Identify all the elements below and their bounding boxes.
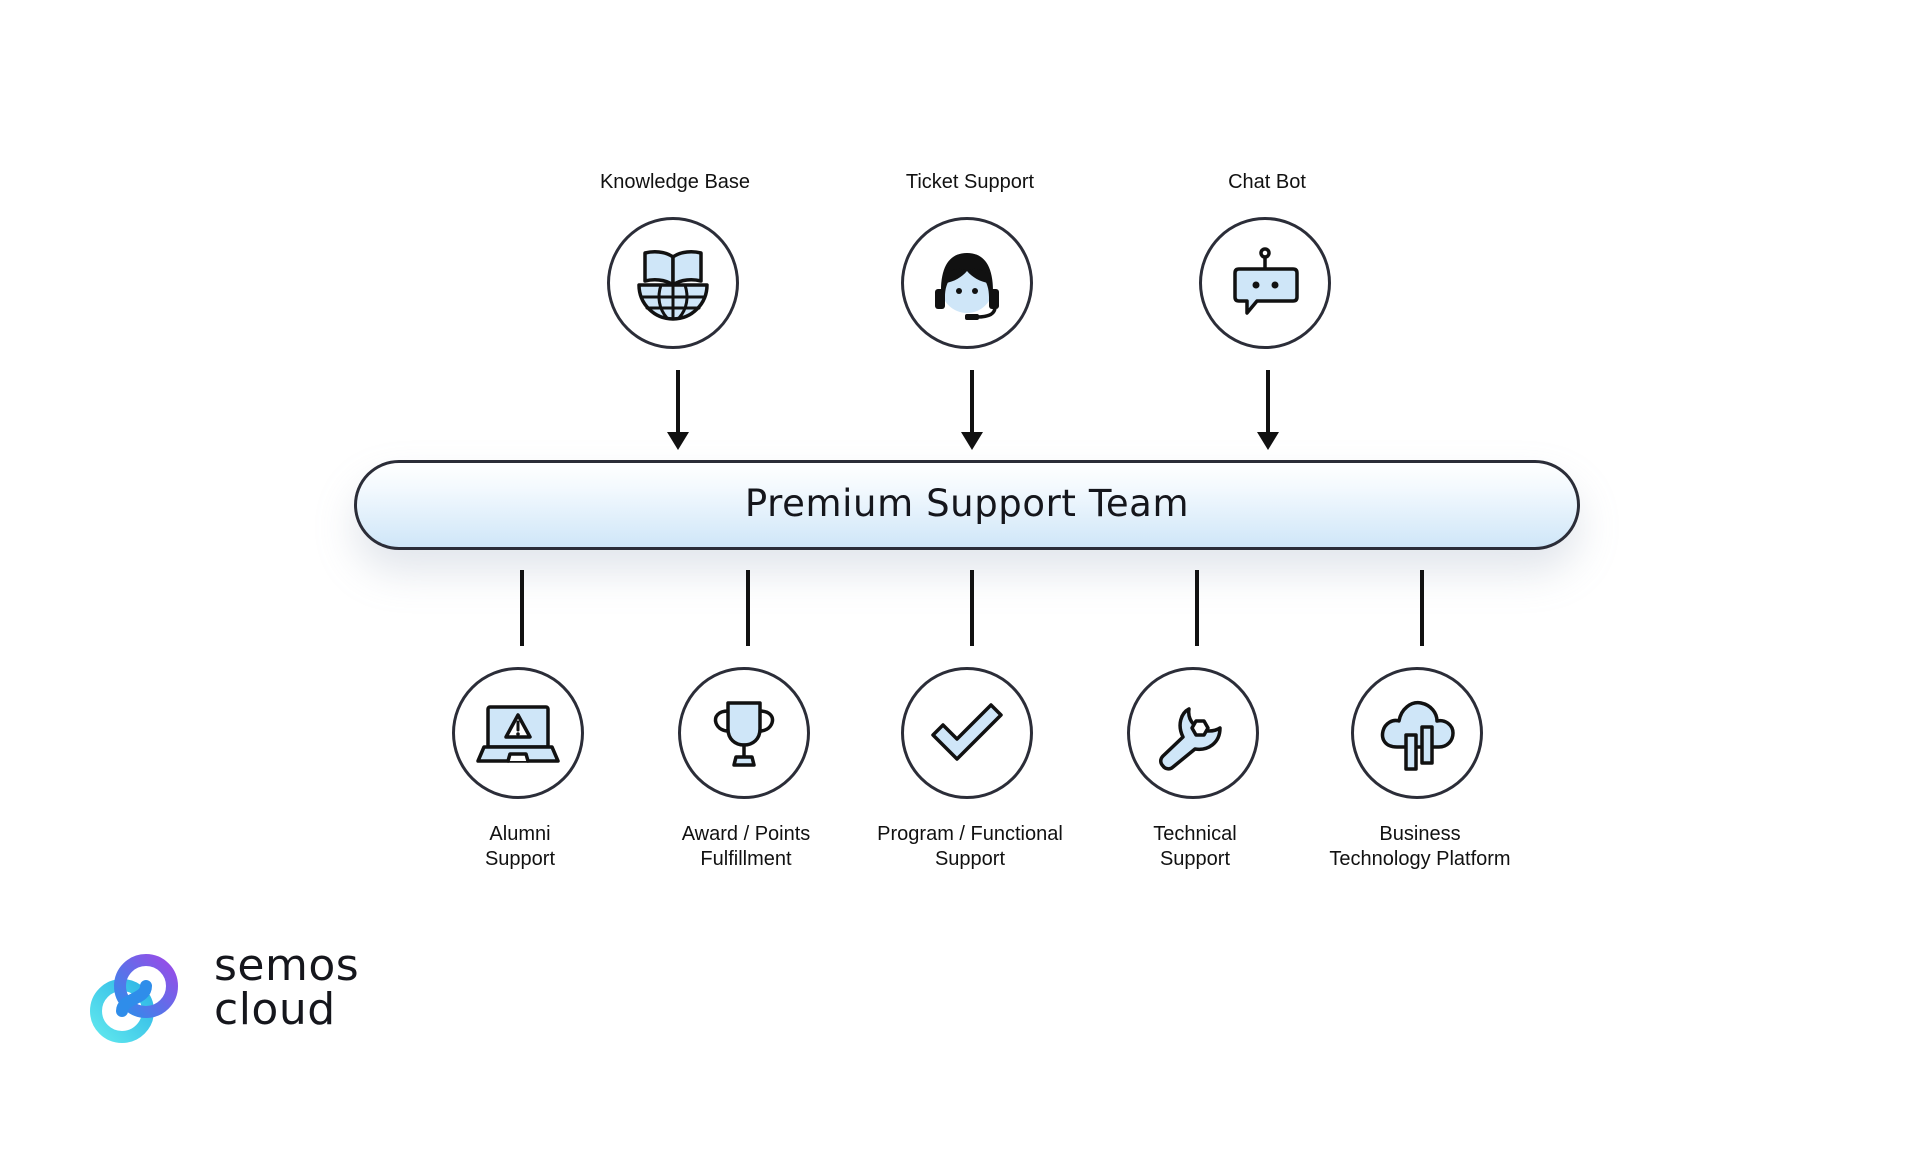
node-label-line1: Program / Functional [877,823,1063,845]
node-circle [901,217,1033,349]
node-label: Knowledge Base [599,171,751,193]
node-circle [452,667,584,799]
book-globe-icon [637,250,709,321]
node-circle [1199,217,1331,349]
connector-line [1195,570,1199,646]
wrench-icon [1159,707,1222,771]
headset-agent-icon [935,253,999,320]
node-label: Alumni Support [400,822,640,871]
connector-line [746,570,750,646]
laptop-warning-icon [476,705,560,763]
connector-line [970,570,974,646]
node-circle [1127,667,1259,799]
node-circle [678,667,810,799]
node-circle [901,667,1033,799]
logo-wordmark: semos cloud [214,944,359,1032]
node-label: Program / Functional Support [850,822,1090,871]
robot-chat-icon [1233,247,1299,315]
node-circle [1351,667,1483,799]
node-label-line1: Business [1379,823,1461,845]
checkmark-icon [931,703,1003,761]
node-label-line2: Support [934,847,1006,870]
node-label-line2: Technology Platform [1329,847,1511,870]
connector-arrow-line [970,370,974,436]
node-label: Award / Points Fulfillment [626,822,866,871]
connector-arrow-line [1266,370,1270,436]
semos-cloud-logo-icon [90,954,178,1043]
node-label-line1: Award / Points [681,823,811,845]
connector-arrow-head [961,432,983,450]
node-label: Technical Support [1075,822,1315,871]
connector-line [520,570,524,646]
logo-word-1: semos [214,940,360,991]
node-label: Business Technology Platform [1300,822,1540,871]
connector-arrow-head [667,432,689,450]
premium-support-team-bar: Premium Support Team [354,460,1580,550]
node-label-line2: Fulfillment [700,847,792,870]
node-label: Ticket Support [905,171,1035,193]
connector-arrow-head [1257,432,1279,450]
logo-word-2: cloud [214,984,336,1035]
node-label-line2: Support [1159,847,1231,870]
node-label: Chat Bot [1228,171,1306,193]
connector-line [1420,570,1424,646]
trophy-icon [713,701,775,767]
node-circle [607,217,739,349]
node-label-line1: Technical [1153,823,1237,845]
team-title: Premium Support Team [744,481,1190,525]
cloud-chart-icon [1380,700,1455,771]
connector-arrow-line [676,370,680,436]
node-label-line1: Alumni [489,823,551,845]
node-label-line2: Support [484,847,556,870]
